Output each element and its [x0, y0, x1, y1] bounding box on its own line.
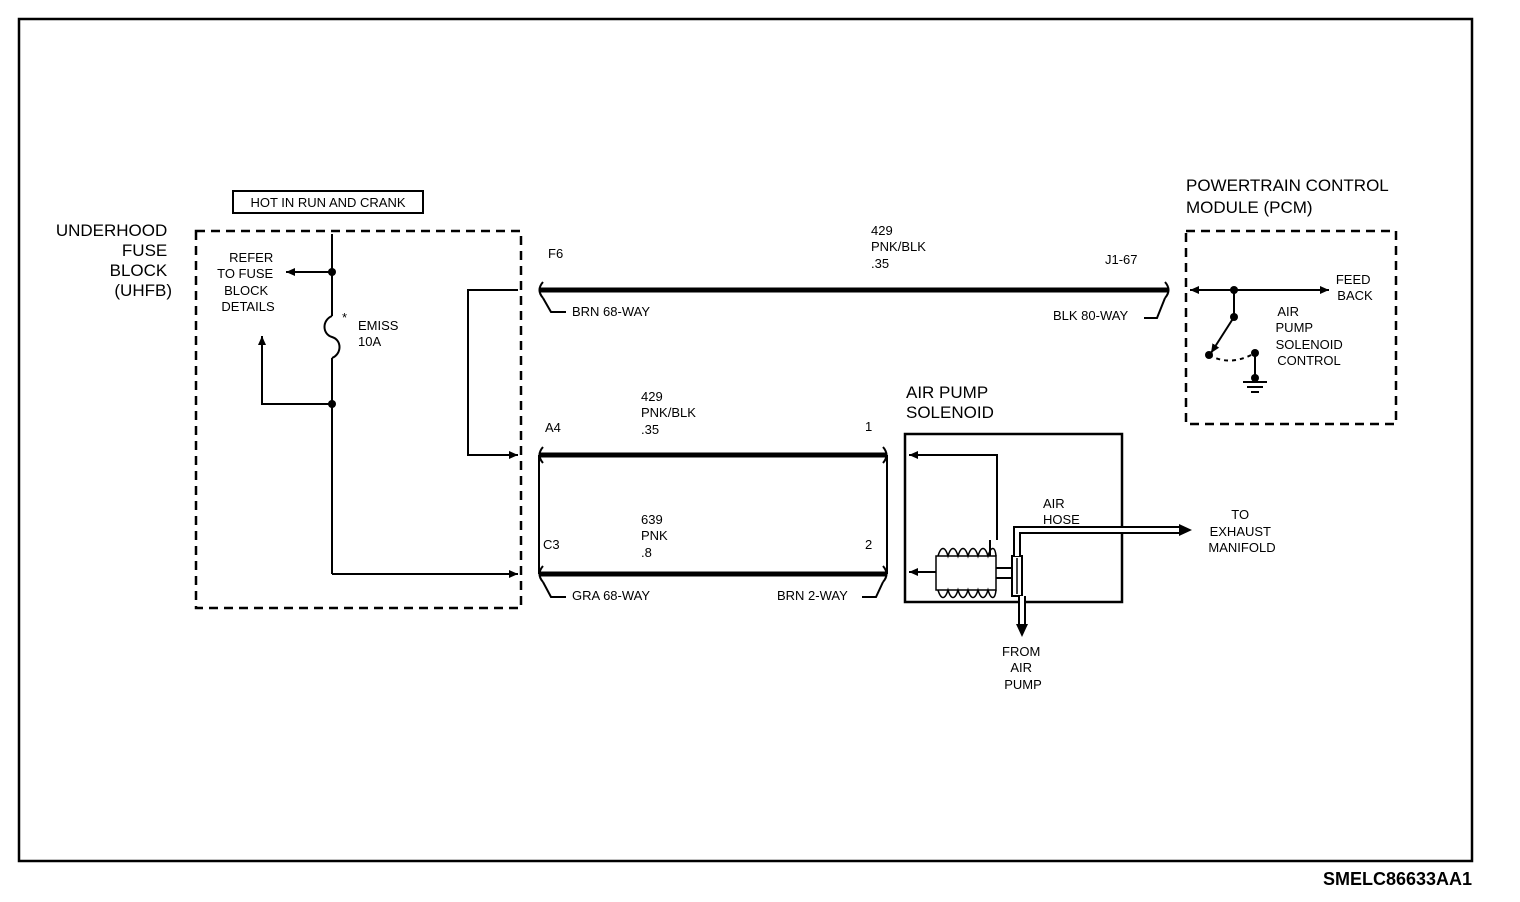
fuse-rating: 10A: [358, 334, 381, 349]
fuse-name: EMISS: [358, 318, 399, 333]
air-hose-pipe: [1013, 524, 1192, 556]
exhaust-label: TO EXHAUST MANIFOLD: [1208, 507, 1275, 555]
conn-gra-68way: GRA 68-WAY: [572, 588, 650, 603]
fuse-star: *: [342, 310, 347, 325]
diagram-frame: [17, 17, 1474, 863]
up-arrow-wire: [258, 336, 332, 405]
pcm-control-label: AIR PUMP SOLENOID CONTROL: [1276, 304, 1347, 368]
circuit-mid-label: 429 PNK/BLK .35: [641, 389, 700, 437]
connector-left-bracket: [542, 297, 566, 313]
fuse-block-boundary: [194, 229, 523, 610]
from-pump-pipe: [1016, 596, 1028, 637]
pcm: POWERTRAIN CONTROL MODULE (PCM) FEED BAC…: [1184, 176, 1398, 426]
air-hose-label: AIR HOSE: [1043, 496, 1080, 527]
pcm-boundary: [1184, 229, 1398, 426]
hot-label: HOT IN RUN AND CRANK: [250, 195, 405, 210]
pin-j1-67: J1-67: [1105, 252, 1138, 267]
connector-c3-bracket: [542, 581, 566, 598]
ground-icon: [1243, 353, 1267, 393]
circuit-top: F6 J1-67 429 PNK/BLK .35 BRN 68-WAY BLK …: [538, 223, 1170, 323]
solenoid-wire-1: [909, 451, 998, 540]
circuit-bot-label: 639 PNK .8: [641, 512, 671, 560]
fuse-symbol: [323, 315, 341, 359]
pin-a4: A4: [545, 420, 561, 435]
solenoid-box: [903, 432, 1124, 604]
conn-brn-2way: BRN 2-WAY: [777, 588, 848, 603]
conn-blk-80way: BLK 80-WAY: [1053, 308, 1128, 323]
connector-pin2-symbol: [882, 565, 888, 583]
connector-c3-symbol: [538, 565, 544, 583]
pin-1: 1: [865, 419, 872, 434]
coil-symbol: [935, 547, 1016, 599]
circuit-top-label: 429 PNK/BLK .35: [871, 223, 930, 271]
connector-j1-symbol: [1164, 281, 1170, 299]
conn-brn-68way: BRN 68-WAY: [572, 304, 650, 319]
hot-label-box: [232, 190, 424, 214]
from-pump-label: FROM AIR PUMP: [1002, 644, 1044, 692]
pcm-switch-arm: [1210, 316, 1235, 354]
feedback-label: FEED BACK: [1336, 272, 1374, 303]
pin-c3: C3: [543, 537, 560, 552]
pin-2: 2: [865, 537, 872, 552]
fuse-block: UNDERHOOD FUSE BLOCK (UHFB) HOT IN RUN A…: [56, 190, 523, 610]
splice-dot-top: [328, 268, 336, 276]
air-valve-body: [1011, 555, 1023, 597]
fuse-block-title: UNDERHOOD FUSE BLOCK (UHFB): [56, 221, 172, 300]
circuit-mid: A4 1 429 PNK/BLK .35: [538, 389, 888, 464]
diagram-code: SMELC86633AA1: [1323, 869, 1472, 889]
solenoid-title: AIR PUMP SOLENOID: [906, 383, 994, 422]
pcm-title: POWERTRAIN CONTROL MODULE (PCM): [1186, 176, 1393, 217]
circuit-bot: C3 2 639 PNK .8 GRA 68-WAY BRN 2-WAY: [538, 512, 888, 603]
pcm-switch-dashed: [1208, 352, 1256, 362]
connector-f6-symbol: [538, 281, 544, 299]
wire-f6-a4-jumper: [467, 289, 518, 459]
refer-label: REFER TO FUSE BLOCK DETAILS: [217, 250, 277, 314]
connector-right-bracket: [1144, 297, 1166, 319]
air-pump-solenoid: AIR PUMP SOLENOID AIR HOSE: [903, 383, 1276, 692]
connector-pin2-bracket: [862, 581, 884, 598]
pin-f6: F6: [548, 246, 563, 261]
